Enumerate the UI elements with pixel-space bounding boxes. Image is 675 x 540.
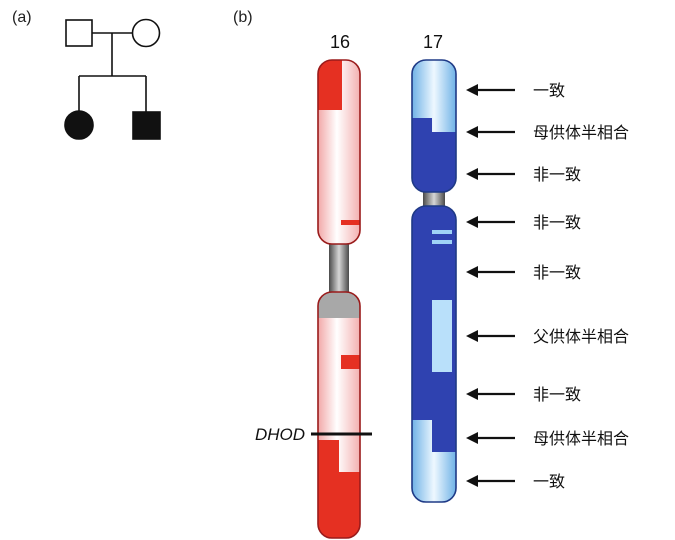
annotations: 一致 母供体半相合 非一致 非一致 非一致 父供体半相合 [466, 81, 629, 491]
chromosome-16-p-arm [318, 60, 360, 244]
annotation-row: 父供体半相合 [466, 327, 629, 346]
annotation-row: 一致 [466, 81, 565, 100]
chromosome-16-centromere [329, 240, 349, 296]
panel-a-label: (a) [12, 9, 32, 26]
chromosome-16 [311, 59, 372, 539]
annotation-row: 非一致 [466, 385, 581, 404]
chr16-red-mark [341, 220, 360, 225]
affected-daughter-symbol [64, 110, 94, 140]
affected-son-symbol [132, 111, 161, 140]
dhod-gene-label: DHOD [255, 425, 305, 444]
annotation-label: 母供体半相合 [533, 123, 629, 142]
chromosome-17-p-arm [412, 60, 456, 192]
annotation-label: 非一致 [533, 263, 581, 282]
chr16-red-block-bottom-right [339, 472, 360, 510]
annotation-label: 非一致 [533, 213, 581, 232]
chr16-gray-band [318, 292, 360, 318]
chr17-blue-block-top [412, 118, 456, 192]
chr17-light-block-mid [432, 300, 452, 372]
annotation-label: 父供体半相合 [533, 327, 629, 346]
chromosome-17-label: 17 [423, 32, 443, 52]
father-square-symbol [65, 19, 93, 47]
chr16-red-mark-mid [341, 355, 360, 369]
annotation-row: 非一致 [466, 213, 581, 232]
chr17-light-stripe-1 [432, 230, 452, 234]
annotation-row: 一致 [466, 472, 565, 491]
pedigree [64, 18, 161, 140]
annotation-label: 非一致 [533, 165, 581, 184]
annotation-row: 母供体半相合 [466, 429, 629, 448]
annotation-label: 一致 [533, 472, 565, 491]
chromosome-16-label: 16 [330, 32, 350, 52]
annotation-row: 非一致 [466, 263, 581, 282]
chromosome-17 [411, 59, 457, 503]
annotation-row: 母供体半相合 [466, 123, 629, 142]
chr17-light-block-bottom [412, 420, 456, 502]
chr16-red-block-top [318, 60, 342, 110]
chr17-light-stripe-2 [432, 240, 452, 244]
annotation-row: 非一致 [466, 165, 581, 184]
chromosome-17-q-arm [412, 206, 456, 502]
annotation-label: 一致 [533, 81, 565, 100]
panel-b-label: (b) [233, 9, 253, 26]
annotation-label: 母供体半相合 [533, 429, 629, 448]
annotation-label: 非一致 [533, 385, 581, 404]
chromosome-16-q-arm [318, 292, 360, 538]
mother-circle-symbol [131, 18, 161, 48]
